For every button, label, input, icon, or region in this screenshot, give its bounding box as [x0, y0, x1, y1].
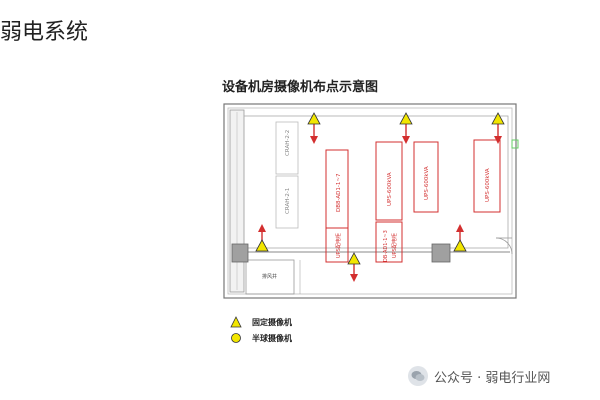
diagram-title: 设备机房摄像机布点示意图: [221, 80, 378, 95]
right-wall-mark: [511, 139, 519, 149]
crah-cabinet-2-label: CRAH-2-1: [285, 188, 291, 214]
ups-unit-3-label: UPS-600kVA: [485, 168, 491, 202]
crah-cabinet-1-label: CRAH-2-2: [285, 130, 291, 156]
fixed-cameras: [255, 112, 505, 265]
circle-icon: [231, 333, 241, 343]
rack-db: [375, 221, 403, 263]
column-left: [231, 243, 249, 263]
rack-ups-panel-a: [325, 227, 349, 263]
crah-cabinet-1: [275, 121, 299, 175]
fixed-camera-icon: [347, 252, 361, 265]
camera-arrows: [258, 124, 502, 282]
crah-cabinet-2: [275, 175, 299, 229]
legend: 固定摄像机 半球摄像机: [230, 314, 292, 346]
fixed-camera-icon: [307, 112, 321, 125]
rack-db8-label: DB8-AD1-1~7: [336, 173, 342, 212]
ups-unit-1: [375, 141, 403, 221]
fixed-camera-icon: [453, 239, 467, 252]
room-outline: [223, 103, 517, 299]
fixed-camera-icon: [399, 112, 413, 125]
watermark-text: 公众号 · 弱电行业网: [434, 370, 551, 386]
ups-unit-2-label: UPS-600kVA: [424, 166, 430, 200]
fixed-camera-icon: [255, 239, 269, 252]
watermark: 公众号 · 弱电行业网: [408, 366, 550, 386]
ups-unit-2: [413, 141, 439, 213]
shaft-room: [245, 259, 295, 295]
legend-fixed-camera: 固定摄像机: [230, 314, 292, 330]
rack-ups-panel-a-label: UPS配电柜: [335, 233, 342, 258]
page-title: 弱电系统: [0, 20, 89, 45]
fixed-camera-icon: [491, 112, 505, 125]
wechat-icon: [408, 366, 428, 386]
column-right: [431, 243, 451, 263]
triangle-icon: [230, 316, 242, 328]
legend-fixed-camera-label: 固定摄像机: [252, 317, 292, 327]
ups-unit-3: [473, 139, 501, 213]
rack-db-label: DB-AD1-1~3: [383, 230, 389, 262]
ups-unit-1-label: UPS-600kVA: [387, 172, 393, 206]
rack-db-sub-label: UPS配电柜: [391, 233, 398, 258]
legend-dome-camera: 半球摄像机: [230, 330, 292, 346]
legend-dome-camera-label: 半球摄像机: [252, 333, 292, 343]
shaft-room-label: 排风井: [262, 273, 277, 280]
room-inner-outline: [227, 107, 513, 295]
